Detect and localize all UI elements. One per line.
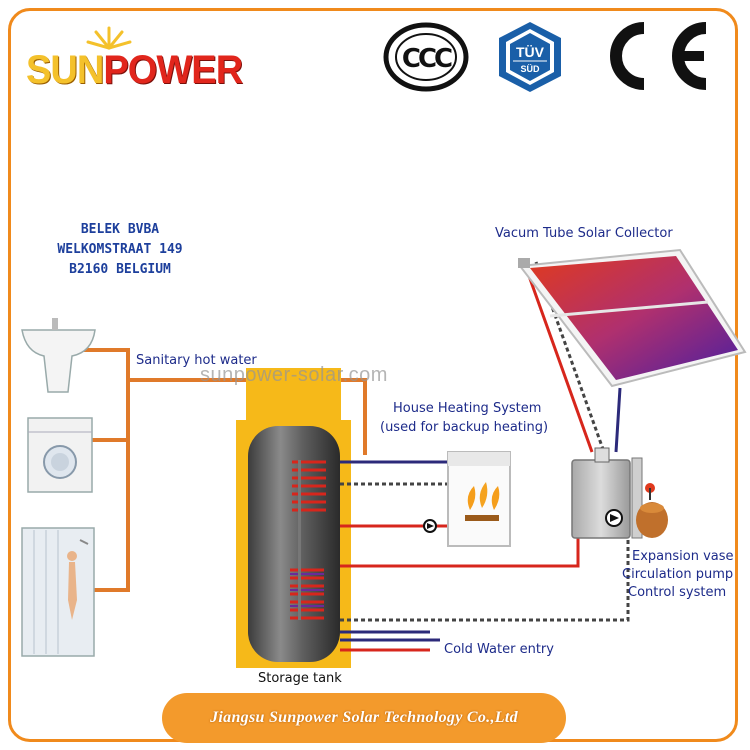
address-line-1: BELEK BVBA bbox=[80, 222, 160, 237]
sunpower-logo: SUNPOWER bbox=[26, 26, 243, 100]
ce-mark-icon: CE bbox=[610, 22, 707, 90]
tuv-sud-mark-icon: TÜV SÜD bbox=[499, 22, 561, 92]
house-heating-label: House Heating System bbox=[393, 401, 542, 416]
house-heating-sub-label: (used for backup heating) bbox=[380, 420, 549, 435]
collector-label: Vacum Tube Solar Collector bbox=[495, 226, 673, 241]
cold-water-label: Cold Water entry bbox=[444, 642, 554, 657]
logo-text-sun: SUN bbox=[26, 48, 104, 92]
boiler-icon bbox=[447, 451, 511, 547]
solar-loop-pipes bbox=[340, 261, 630, 652]
control-station-icon bbox=[571, 447, 668, 539]
address-line-2: WELKOMSTRAAT 149 bbox=[57, 242, 183, 257]
address-block: BELEK BVBA WELKOMSTRAAT 149 B2160 BELGIU… bbox=[20, 220, 220, 280]
control-system-label: Control system bbox=[628, 585, 727, 600]
company-footer-banner: Jiangsu Sunpower Solar Technology Co.,Lt… bbox=[162, 693, 566, 743]
storage-tank-label: Storage tank bbox=[258, 671, 342, 686]
logo-text-power: POWER bbox=[103, 48, 243, 92]
ccc-mark-icon: CCC bbox=[383, 22, 469, 92]
storage-tank bbox=[236, 368, 351, 668]
address-line-3: B2160 BELGIUM bbox=[69, 262, 171, 277]
sud-text: SÜD bbox=[520, 64, 540, 74]
watermark: sunpower-solar.com bbox=[200, 364, 388, 386]
shower-cabin-icon bbox=[21, 527, 95, 657]
sun-rays-icon bbox=[86, 26, 132, 50]
circulation-pump-label: Circulation pump bbox=[622, 567, 734, 582]
tuv-text: TÜV bbox=[516, 44, 545, 60]
washbasin-icon bbox=[21, 318, 96, 393]
solar-collector-icon bbox=[518, 248, 747, 388]
sanitary-label: Sanitary hot water bbox=[136, 353, 257, 368]
ccc-mark-text: CCC bbox=[402, 44, 452, 74]
expansion-vase-label: Expansion vase bbox=[632, 549, 734, 564]
washing-machine-icon bbox=[27, 417, 93, 493]
heating-pipes bbox=[340, 460, 448, 528]
